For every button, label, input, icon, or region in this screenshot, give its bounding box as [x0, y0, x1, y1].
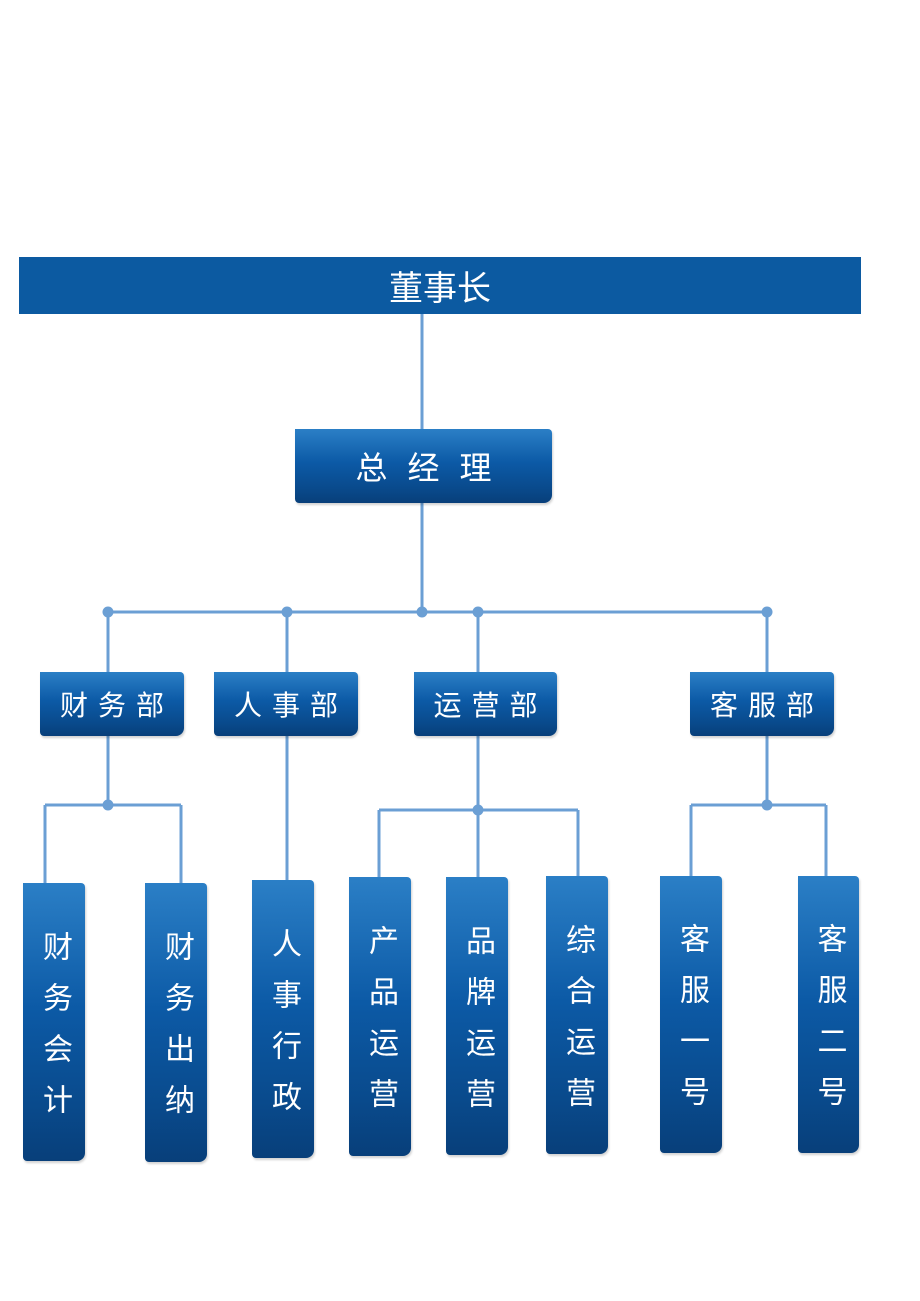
unit-finance-accounting-label: 财务会计 — [37, 930, 72, 1135]
unit-finance-accounting: 财务会计 — [23, 883, 85, 1161]
unit-cs-two: 客服二号 — [798, 876, 859, 1153]
dept-customer-service: 客服部 — [690, 672, 834, 736]
unit-cs-one-label: 客服一号 — [674, 923, 709, 1127]
unit-general-ops-label: 综合运营 — [560, 923, 595, 1128]
dept-customer-service-label: 客服部 — [709, 689, 824, 722]
unit-hr-admin-label: 人事行政 — [266, 927, 301, 1132]
unit-product-ops: 产品运营 — [349, 877, 411, 1156]
dept-operations-label: 运营部 — [433, 689, 548, 722]
unit-cs-two-label: 客服二号 — [811, 923, 847, 1127]
chairman-label: 董事长 — [389, 269, 491, 309]
dept-hr: 人事部 — [214, 672, 358, 736]
general-manager-label: 总经理 — [355, 449, 512, 487]
dept-finance: 财务部 — [40, 672, 184, 736]
unit-hr-admin: 人事行政 — [252, 880, 314, 1158]
unit-cs-one: 客服一号 — [660, 876, 722, 1153]
general-manager-box: 总经理 — [295, 429, 552, 503]
unit-brand-ops-label: 品牌运营 — [460, 924, 495, 1129]
unit-finance-cashier: 财务出纳 — [145, 883, 207, 1162]
dept-hr-label: 人事部 — [233, 689, 348, 722]
unit-product-ops-label: 产品运营 — [363, 925, 398, 1129]
chairman-box: 董事长 — [19, 257, 861, 314]
unit-brand-ops: 品牌运营 — [446, 877, 508, 1155]
unit-general-ops: 综合运营 — [546, 876, 608, 1154]
unit-finance-cashier-label: 财务出纳 — [159, 931, 194, 1135]
dept-operations: 运营部 — [414, 672, 557, 736]
dept-finance-label: 财务部 — [59, 689, 174, 722]
